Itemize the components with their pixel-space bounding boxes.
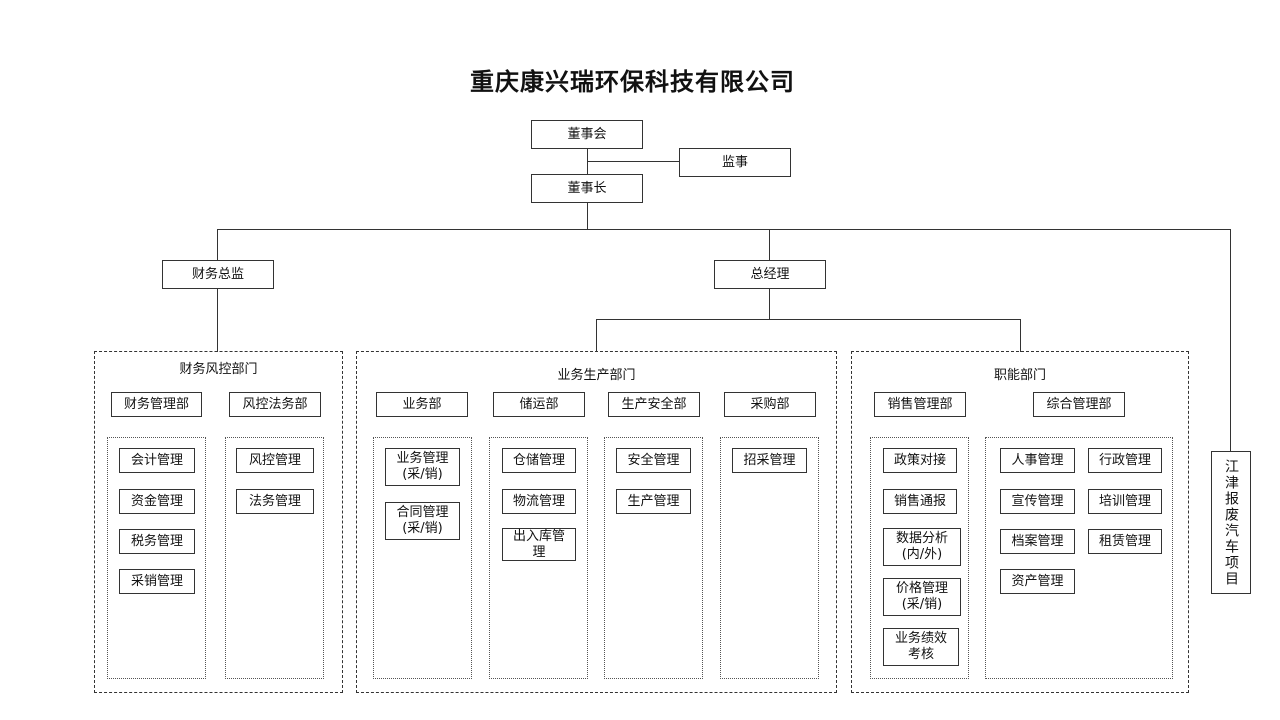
item-box: 培训管理 [1088, 489, 1162, 514]
item-box: 税务管理 [119, 529, 195, 554]
item-box: 生产管理 [616, 489, 691, 514]
connector-line [587, 203, 588, 229]
gm-box: 总经理 [714, 260, 826, 289]
risk-legal-items-container [225, 437, 324, 679]
item-box: 安全管理 [616, 448, 691, 473]
connector-line [1020, 319, 1021, 352]
item-box: 仓储管理 [502, 448, 576, 473]
dept-finance: 财务管理部 [111, 392, 202, 417]
item-box: 采销管理 [119, 569, 195, 594]
board-box: 董事会 [531, 120, 643, 149]
item-box: 招采管理 [732, 448, 807, 473]
item-box: 租赁管理 [1088, 529, 1162, 554]
item-box: 合同管理 (采/销) [385, 502, 460, 540]
item-box: 行政管理 [1088, 448, 1162, 473]
item-box: 出入库管 理 [502, 528, 576, 561]
dept-risk-legal: 风控法务部 [229, 392, 321, 417]
item-box: 档案管理 [1000, 529, 1075, 554]
item-box: 业务管理 (采/销) [385, 448, 460, 486]
item-box: 人事管理 [1000, 448, 1075, 473]
general-items-container [985, 437, 1173, 679]
finance-risk-group-label: 财务风控部门 [179, 362, 258, 377]
item-box: 物流管理 [502, 489, 576, 514]
connector-line [1230, 229, 1231, 451]
functional-group [851, 351, 1189, 693]
connector-line [769, 289, 770, 319]
storage-items-container [489, 437, 588, 679]
dept-business: 业务部 [376, 392, 468, 417]
business-items-container [373, 437, 472, 679]
page-title: 重庆康兴瑞环保科技有限公司 [470, 68, 795, 96]
finance-items-container [107, 437, 206, 679]
dept-storage-transport: 储运部 [493, 392, 585, 417]
connector-line [217, 229, 218, 261]
connector-line [596, 319, 1021, 320]
functional-group-label: 职能部门 [993, 368, 1046, 383]
connector-line [587, 161, 680, 162]
production-items-container [604, 437, 703, 679]
item-box: 资产管理 [1000, 569, 1075, 594]
dept-sales-mgmt: 销售管理部 [874, 392, 966, 417]
dept-general-mgmt: 综合管理部 [1033, 392, 1125, 417]
item-box: 政策对接 [883, 448, 957, 473]
item-box: 法务管理 [236, 489, 314, 514]
business-production-group-label: 业务生产部门 [557, 368, 636, 383]
item-box: 数据分析 (内/外) [883, 528, 961, 566]
dept-production-safety: 生产安全部 [608, 392, 700, 417]
item-box: 风控管理 [236, 448, 314, 473]
cfo-box: 财务总监 [162, 260, 274, 289]
item-box: 资金管理 [119, 489, 195, 514]
item-box: 业务绩效 考核 [883, 628, 959, 666]
chairman-box: 董事长 [531, 174, 643, 203]
business-production-group [356, 351, 837, 693]
connector-line [769, 229, 770, 261]
finance-risk-group [94, 351, 343, 693]
dept-procurement: 采购部 [724, 392, 816, 417]
item-box: 会计管理 [119, 448, 195, 473]
procurement-items-container [720, 437, 819, 679]
connector-line [596, 319, 597, 352]
item-box: 销售通报 [883, 489, 957, 514]
connector-line [217, 229, 1231, 230]
connector-line [217, 289, 218, 352]
item-box: 宣传管理 [1000, 489, 1075, 514]
project-box: 江津报废汽车项目 [1211, 451, 1251, 594]
supervisor-box: 监事 [679, 148, 791, 177]
sales-items-container [870, 437, 969, 679]
item-box: 价格管理 (采/销) [883, 578, 961, 616]
